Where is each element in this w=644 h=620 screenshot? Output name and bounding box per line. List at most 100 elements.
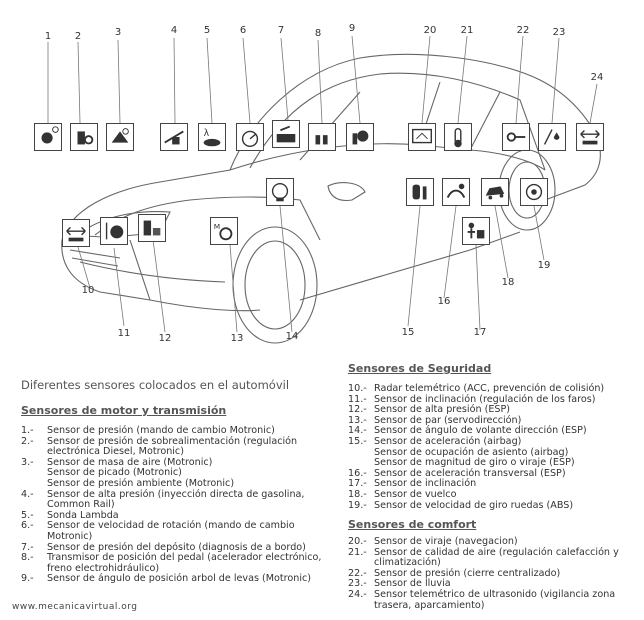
sensor-22-icon [502,123,530,151]
motor-sensor-item-text: Sonda Lambda [47,509,119,521]
sensor-15-icon [406,178,434,206]
seguridad-sensor-item-line: 17.-Sensor de inclinación [348,479,640,490]
seguridad-sensor-item-text: Sensor de ocupación de asiento (airbag) [374,446,569,458]
motor-sensor-item-number: 3.- [21,456,34,468]
seguridad-sensor-item-number: 18.- [348,488,367,500]
motor-sensor-item: 6.-Sensor de velocidad de rotación (mand… [21,521,341,542]
sensor-14-icon [266,178,294,206]
comfort-sensor-item-text: Sensor de presión (cierre centralizado) [374,567,561,579]
callout-4: 4 [170,25,178,36]
seguridad-sensor-item-number: 11.- [348,393,367,405]
comfort-sensor-item-text: Sensor telemétrico de ultrasonido (vigil… [374,588,616,600]
motor-sensor-item-line: 7.- Sensor de presión del depósito (diagn… [21,541,341,554]
sensor-16-icon [442,178,470,206]
callout-20: 20 [423,25,437,36]
callout-1: 1 [44,31,52,42]
comfort-heading: Sensores de comfort [348,518,477,531]
sensor-5-lambda-icon: λ [198,123,226,151]
sensor-17-icon [462,217,490,245]
comfort-sensor-item: 24.-Sensor telemétrico de ultrasonido (v… [348,588,640,611]
sensor-10-icon [62,219,90,247]
seguridad-sensor-item-text: Sensor de aceleración transversal (ESP) [374,467,566,479]
sensor-8-icon [308,123,336,151]
comfort-sensor-item-number: 22.- [348,567,367,579]
motor-sensor-item: 9.-Sensor de ángulo de posición arbol de… [21,574,341,585]
callout-16: 16 [437,296,451,307]
motor-sensor-item-line: 4.- Sensor de alta presión (inyección dir… [21,488,341,501]
callout-5: 5 [203,25,211,36]
motor-sensor-item-line: 8.-Transmisor de posición del pedal (ace… [21,552,341,564]
sensor-9-icon [346,123,374,151]
sensor-23-icon [538,123,566,151]
seguridad-sensor-item-number: 12.- [348,404,367,416]
seguridad-sensor-item-line: 13.-Sensor de par (servodirección) [348,414,640,427]
callout-3: 3 [114,27,122,38]
seguridad-sensor-item-text: Sensor de vuelco [374,488,457,500]
sensor-1-icon [34,123,62,151]
seguridad-list: 10.-Radar telemétrico (ACC, prevención d… [348,383,640,511]
comfort-sensor-item: 23.-Sensor de lluvia [348,579,640,590]
callout-6: 6 [239,25,247,36]
comfort-sensor-item-line: 24.-Sensor telemétrico de ultrasonido (v… [348,588,640,601]
motor-sensor-item-text: Sensor de presión de sobrealimentación (… [47,435,298,447]
callout-8: 8 [314,28,322,39]
motor-sensor-item-text: electrónica Diesel, Motronic) [47,446,184,458]
seguridad-sensor-item-text: Sensor de velocidad de giro ruedas (ABS) [374,499,574,511]
motor-sensor-item: 7.- Sensor de presión del depósito (diagn… [21,541,341,554]
motor-sensor-item-number: 5.- [21,509,34,521]
motor-sensor-item-number: 6.- [21,520,34,532]
seguridad-sensor-item: 15.-Sensor de aceleración (airbag)Sensor… [348,436,640,469]
motor-sensor-item-number: 2.- [21,435,34,447]
seguridad-sensor-item-line: 15.-Sensor de aceleración (airbag) [348,436,640,448]
motor-sensor-item-text: Sensor de presión del depósito (diagnosi… [47,541,306,553]
seguridad-sensor-item-line: 12.- Sensor de alta presión (ESP) [348,404,640,416]
callout-23: 23 [552,27,566,38]
diagram-caption: Diferentes sensores colocados en el auto… [21,378,290,392]
callout-7: 7 [277,25,285,36]
motor-sensor-item-text: Sensor de presión ambiente (Motronic) [47,477,235,489]
motor-sensor-item-text: Common Rail) [47,499,115,511]
motor-sensor-item: 4.- Sensor de alta presión (inyección dir… [21,488,341,511]
motor-sensor-item-text: Motronic) [47,530,93,542]
seguridad-sensor-item-number: 19.- [348,499,367,511]
motor-sensor-item-number: 7.- [21,541,34,553]
callout-14: 14 [285,331,299,342]
sensor-21-icon [444,123,472,151]
comfort-sensor-item-text: Sensor de viraje (navegacion) [374,536,518,547]
sensor-4-icon [160,123,188,151]
sensor-13-icon: M [210,217,238,245]
seguridad-heading: Sensores de Seguridad [348,362,492,375]
callout-17: 17 [473,327,487,338]
motor-sensor-item-text: Sensor de masa de aire (Motronic) [47,456,213,468]
motor-sensor-item-text: Sensor de presión (mando de cambio Motro… [47,425,275,436]
sensor-6-icon [236,123,264,151]
comfort-sensor-item: 22.- Sensor de presión (cierre centraliza… [348,567,640,580]
svg-text:M: M [214,222,220,231]
seguridad-sensor-item-text: Sensor de magnitud de giro o viraje (ESP… [374,457,575,469]
callout-19: 19 [537,260,551,271]
motor-sensor-item: 2.- Sensor de presión de sobrealimentació… [21,435,341,458]
seguridad-sensor-item-text: Radar telemétrico (ACC, prevención de co… [374,383,605,394]
sensor-19-icon [520,178,548,206]
svg-text:λ: λ [204,128,210,139]
motor-sensor-item-text: Sensor de alta presión (inyección direct… [47,488,305,500]
comfort-sensor-item-text: Sensor de calidad de aire (regulación ca… [374,546,619,558]
seguridad-sensor-item-text: Sensor de inclinación [374,478,477,490]
callout-9: 9 [348,23,356,34]
callout-15: 15 [401,327,415,338]
motor-sensor-item: 3.- Sensor de masa de aire (Motronic) Sens… [21,456,341,490]
comfort-list: 20.-Sensor de viraje (navegacion)21.-Sen… [348,536,640,611]
motor-sensor-item: 8.-Transmisor de posición del pedal (ace… [21,552,341,574]
sensor-7-icon [272,120,300,148]
motor-sensor-item-line: 5.- Sonda Lambda [21,509,341,522]
seguridad-sensor-item-text: Sensor de par (servodirección) [374,414,522,426]
seguridad-sensor-item: 10.-Radar telemétrico (ACC, prevención d… [348,383,640,395]
seguridad-sensor-item-text: Sensor de alta presión (ESP) [374,404,511,416]
seguridad-sensor-item-line: 16.-Sensor de aceleración transversal (E… [348,467,640,480]
comfort-sensor-item: 21.-Sensor de calidad de aire (regulació… [348,546,640,569]
motor-sensor-item-number: 8.- [21,552,34,564]
callout-2: 2 [74,31,82,42]
sensor-18-icon [481,178,509,206]
motor-sensor-item-number: 4.- [21,488,34,500]
seguridad-sensor-item-number: 14.- [348,425,367,437]
